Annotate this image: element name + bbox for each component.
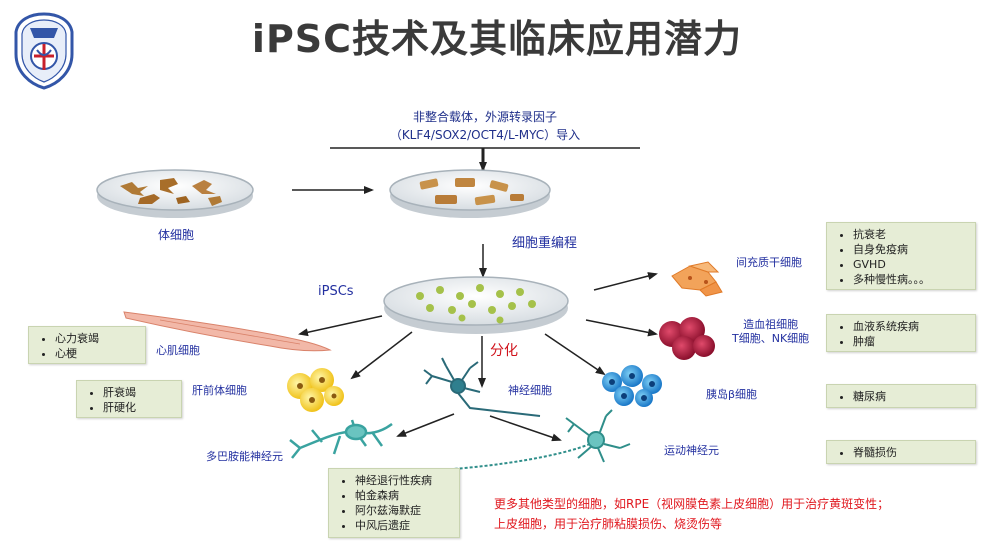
- other-cell-types-line1: 更多其他类型的细胞，如RPE（视网膜色素上皮细胞）用于治疗黄斑变性；: [494, 497, 890, 511]
- label-motor: 运动神经元: [664, 444, 719, 457]
- indication-item: 心力衰竭: [55, 331, 139, 346]
- page-title: iPSC技术及其临床应用潜力: [251, 17, 743, 61]
- box-neural-indications: 神经退行性疾病帕金森病阿尔兹海默症中风后遗症: [328, 468, 460, 538]
- neural-cell-icon: [423, 357, 541, 417]
- reprogramming-dish: [389, 169, 551, 218]
- other-cell-types-note: 更多其他类型的细胞，如RPE（视网膜色素上皮细胞）用于治疗黄斑变性； 上皮细胞，…: [494, 494, 889, 534]
- somatic-cell-dish: [96, 169, 254, 218]
- arrow-to-islet: [544, 333, 606, 376]
- arrow-to-hepato: [350, 331, 413, 380]
- indication-item: 阿尔兹海默症: [355, 503, 453, 518]
- indication-item: 肝衰竭: [103, 385, 175, 400]
- label-ipscs: iPSCs: [318, 284, 354, 299]
- label-hsc-line2: T细胞、NK细胞: [732, 332, 810, 345]
- label-somatic-cell: 体细胞: [158, 228, 195, 242]
- label-reprogramming: 细胞重编程: [512, 236, 578, 251]
- indication-item: 抗衰老: [853, 227, 969, 242]
- ipsc-dish: [383, 276, 569, 334]
- box-hepato-indications: 肝衰竭肝硬化: [76, 380, 182, 418]
- indication-item: 帕金森病: [355, 488, 453, 503]
- box-cardio-indications: 心力衰竭心梗: [28, 326, 146, 364]
- reprogramming-factors-note: 非整合载体，外源转录因子 （KLF4/SOX2/OCT4/L-MYC）导入: [330, 108, 640, 144]
- label-msc: 间充质干细胞: [736, 256, 802, 269]
- indication-item: 自身免疫病: [853, 242, 969, 257]
- university-emblem-icon: [14, 12, 74, 90]
- box-msc-indications: 抗衰老自身免疫病GVHD多种慢性病。。。: [826, 222, 976, 290]
- label-cardio: 心肌细胞: [156, 344, 200, 357]
- msc-cells-icon: [671, 261, 723, 297]
- islet-cells-icon: [602, 365, 662, 407]
- dopaminergic-neuron-icon: [289, 419, 393, 459]
- arrow-to-cardio: [298, 315, 383, 337]
- indication-item: 肿瘤: [853, 334, 969, 349]
- label-islet: 胰岛β细胞: [706, 388, 758, 401]
- indication-item: 神经退行性疾病: [355, 473, 453, 488]
- box-islet-indications: 糖尿病: [826, 384, 976, 408]
- indication-item: 糖尿病: [853, 389, 969, 404]
- label-hsc-line1: 造血祖细胞: [743, 318, 799, 331]
- factors-note-line2: （KLF4/SOX2/OCT4/L-MYC）导入: [389, 128, 581, 142]
- other-cell-types-line2: 上皮细胞，用于治疗肺粘膜损伤、烧烫伤等: [494, 517, 723, 531]
- hsc-cells-icon: [659, 317, 715, 360]
- box-motor-indications: 脊髓损伤: [826, 440, 976, 464]
- label-dopa: 多巴胺能神经元: [206, 450, 283, 463]
- arrow-to-hsc: [585, 319, 658, 337]
- hepatocyte-icon: [287, 368, 344, 412]
- cardiomyocyte-icon: [123, 311, 332, 352]
- indication-item: 多种慢性病。。。: [853, 272, 969, 287]
- label-hepato: 肝前体细胞: [192, 384, 247, 397]
- indication-item: 心梗: [55, 346, 139, 361]
- box-hsc-indications: 血液系统疾病肿瘤: [826, 314, 976, 352]
- arrow-to-dopa: [396, 413, 455, 437]
- arrow-to-motor: [489, 415, 562, 442]
- factors-note-line1: 非整合载体，外源转录因子: [412, 110, 557, 124]
- label-differentiation: 分化: [490, 343, 518, 359]
- indication-item: 中风后遗症: [355, 518, 453, 533]
- indication-item: GVHD: [853, 257, 969, 272]
- indication-item: 血液系统疾病: [853, 319, 969, 334]
- label-hsc: 造血祖细胞 T细胞、NK细胞: [732, 318, 809, 346]
- label-neural: 神经细胞: [508, 384, 552, 397]
- motor-neuron-icon: [439, 409, 631, 471]
- indication-item: 肝硬化: [103, 400, 175, 415]
- arrow-to-msc: [593, 272, 658, 291]
- indication-item: 脊髓损伤: [853, 445, 969, 460]
